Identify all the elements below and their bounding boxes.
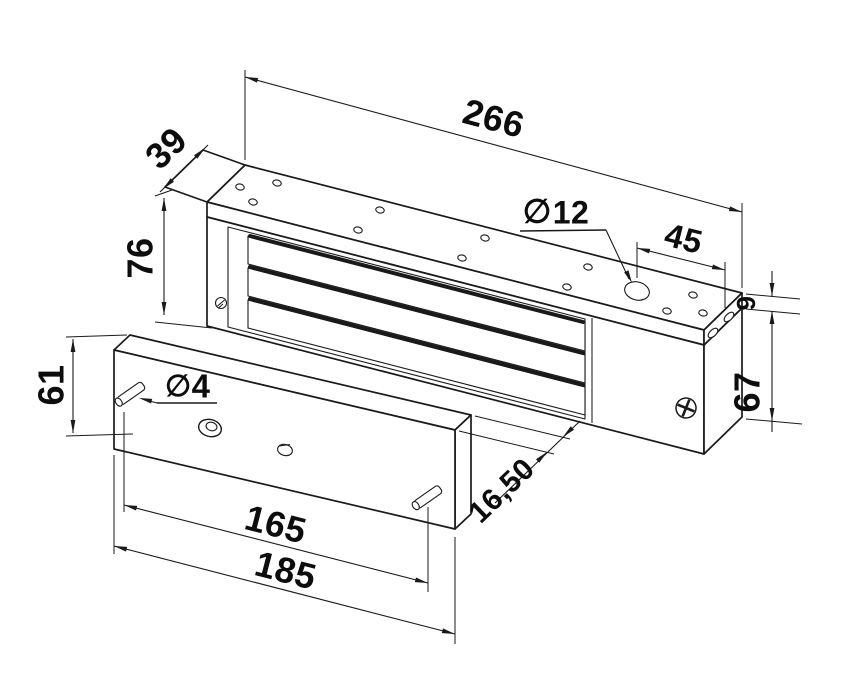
dim-hole-diameter: ∅ 12: [519, 193, 635, 285]
diameter-symbol: ∅: [523, 193, 552, 230]
dim-label-165: 165: [241, 497, 311, 552]
dim-front-height: 76: [120, 189, 213, 329]
dim-label-4: 4: [192, 368, 211, 405]
dim-armature-thickness: 16,50: [458, 415, 581, 530]
dim-magnet-height: 67: [727, 311, 803, 432]
dim-plate-thickness: 9: [731, 271, 801, 315]
dim-label-12: 12: [553, 194, 590, 230]
dim-label-45: 45: [661, 216, 707, 261]
countersunk-hole: [197, 418, 223, 438]
lamination-gap: [248, 234, 585, 324]
dim-label-76: 76: [120, 237, 161, 278]
dim-label-185: 185: [251, 543, 321, 598]
front-screw-icon: [214, 296, 228, 310]
armature-plate: [113, 334, 472, 530]
dim-label-67: 67: [727, 371, 768, 412]
front-laminations: [227, 226, 593, 423]
end-slot-hole: [707, 327, 719, 339]
armature-front-face: [113, 349, 456, 530]
diameter-symbol: ∅: [165, 370, 191, 403]
lock-body: [164, 149, 743, 455]
dim-label-9: 9: [731, 296, 761, 311]
dim-label-16-50: 16,50: [463, 452, 542, 530]
lamination-gap: [248, 265, 585, 355]
dim-label-61: 61: [31, 364, 72, 405]
small-hole: [277, 443, 293, 457]
dim-armature-height: 61: [31, 334, 134, 437]
dimensions: 266 39 76 ∅ 12: [31, 70, 803, 644]
dim-hole-offset: 45: [636, 216, 726, 308]
cable-hole-d12: [624, 281, 650, 301]
guide-pin-left: [114, 381, 146, 407]
guide-pin-right: [411, 485, 443, 511]
end-slot-hole: [723, 311, 735, 323]
end-screw-icon: [675, 397, 697, 419]
lamination-gap: [248, 297, 585, 387]
top-face-holes: [235, 179, 708, 317]
dim-pin-diameter: ∅ 4: [138, 368, 217, 405]
